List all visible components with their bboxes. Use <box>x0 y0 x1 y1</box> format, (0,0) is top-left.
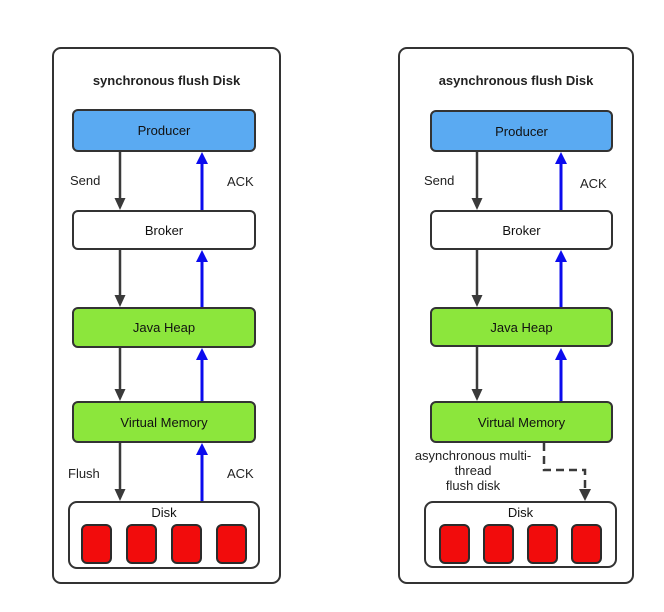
async-flush-note: asynchronous multi- thread flush disk <box>414 448 532 493</box>
right-disk-label: Disk <box>507 505 534 520</box>
right-ack-top-label: ACK <box>580 176 607 191</box>
left-flush-label: Flush <box>68 466 100 481</box>
right-blue-up-arrows <box>555 152 567 401</box>
left-blue-up-arrows <box>196 152 208 501</box>
left-disk-label: Disk <box>151 505 177 520</box>
left-disk-blocks <box>70 524 258 564</box>
disk-block <box>126 524 157 564</box>
disk-block <box>571 524 602 564</box>
disk-block <box>483 524 514 564</box>
right-virtual-memory-node: Virtual Memory <box>430 401 613 443</box>
left-producer-node: Producer <box>72 109 256 152</box>
disk-block <box>527 524 558 564</box>
disk-block <box>439 524 470 564</box>
left-java-heap-node: Java Heap <box>72 307 256 348</box>
left-ack-top-label: ACK <box>227 174 254 189</box>
left-panel-title: synchronous flush Disk <box>92 73 241 88</box>
async-flush-dashed-arrow <box>542 443 591 501</box>
left-broker-node: Broker <box>72 210 256 250</box>
left-panel: synchronous flush Disk <box>52 47 281 584</box>
left-virtual-memory-label: Virtual Memory <box>120 414 208 430</box>
disk-block <box>216 524 247 564</box>
right-disk-blocks <box>426 524 615 564</box>
right-black-down-arrows <box>471 152 483 401</box>
right-producer-node: Producer <box>430 110 613 152</box>
right-virtual-memory-label: Virtual Memory <box>477 414 566 430</box>
right-panel: asynchronous flush Disk <box>398 47 634 584</box>
left-broker-label: Broker <box>144 222 184 238</box>
right-producer-label: Producer <box>495 123 548 139</box>
disk-block <box>81 524 112 564</box>
left-ack-bottom-label: ACK <box>227 466 254 481</box>
right-broker-label: Broker <box>502 222 541 238</box>
right-send-label: Send <box>424 173 455 188</box>
left-black-down-arrows <box>114 152 126 501</box>
right-java-heap-label: Java Heap <box>490 319 553 335</box>
left-producer-label: Producer <box>137 123 191 138</box>
left-disk-node: Disk <box>68 501 260 569</box>
left-send-label: Send <box>70 173 101 188</box>
disk-block <box>171 524 202 564</box>
left-java-heap-label: Java Heap <box>132 320 196 335</box>
right-broker-node: Broker <box>430 210 613 250</box>
right-java-heap-node: Java Heap <box>430 307 613 347</box>
right-panel-title: asynchronous flush Disk <box>438 73 594 88</box>
left-virtual-memory-node: Virtual Memory <box>72 401 256 443</box>
right-disk-node: Disk <box>424 501 617 568</box>
